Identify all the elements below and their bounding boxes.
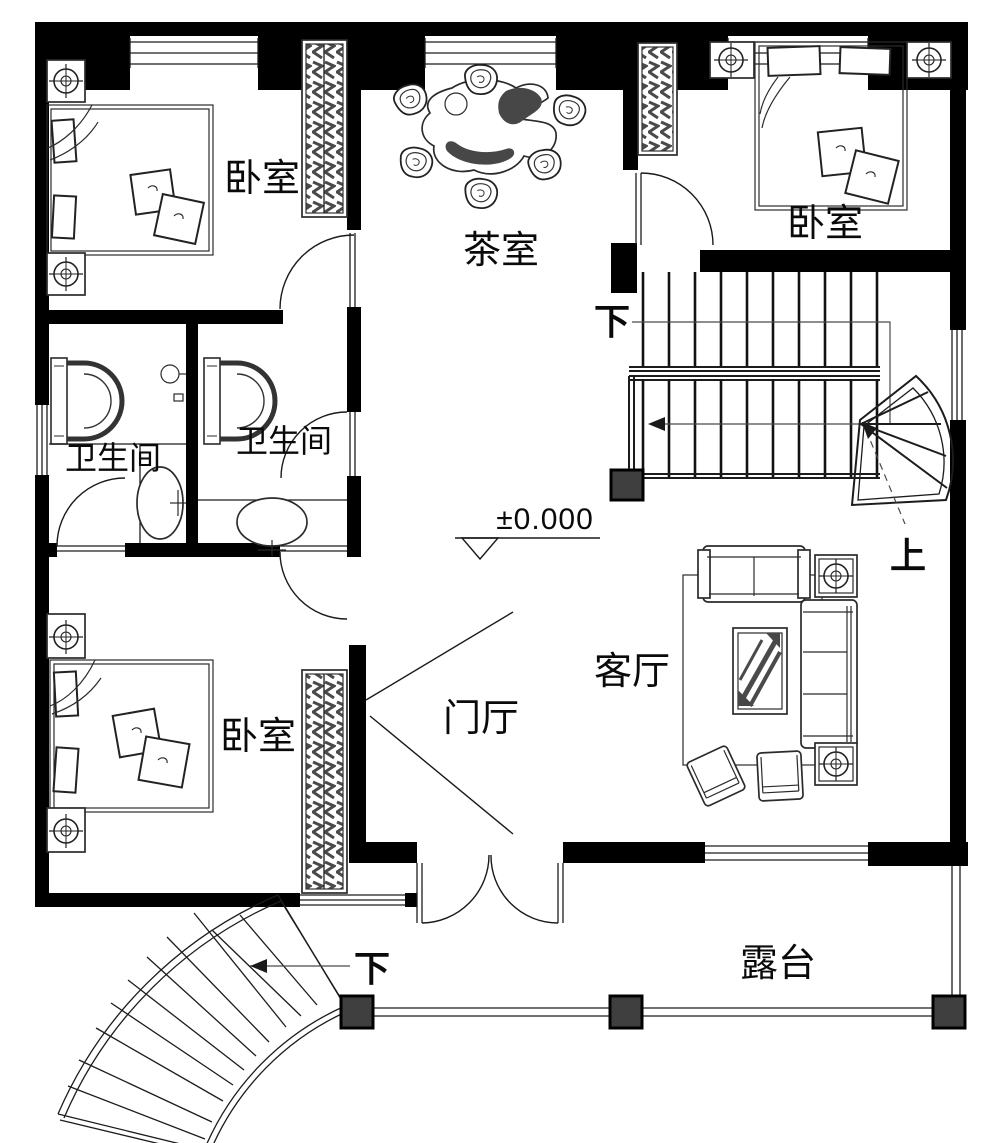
closet-bedroom-top-right xyxy=(637,42,678,156)
sofa-long xyxy=(800,599,858,749)
coffee-table xyxy=(732,627,788,715)
bed-top-right xyxy=(709,41,952,211)
label-terrace: 露台 xyxy=(740,943,816,985)
armchair-left xyxy=(686,745,746,807)
terrace-column xyxy=(931,994,967,1030)
label-bedroom-top-right: 卧室 xyxy=(787,203,863,245)
bed-top-left xyxy=(46,59,214,296)
bathroom-right-fixtures xyxy=(198,358,347,556)
window-bottom-bedroom xyxy=(300,894,405,906)
door-bedroom-top-right xyxy=(635,172,714,246)
door-bedroom-top-left xyxy=(279,233,356,310)
elevation-label: ±0.000 xyxy=(496,503,594,536)
elevation-marker: ±0.000 xyxy=(455,503,600,561)
terrace-column xyxy=(339,994,375,1030)
label-bathroom-right: 卫生间 xyxy=(236,423,332,459)
label-bedroom-bottom-left: 卧室 xyxy=(220,716,296,758)
label-stair-down: 下 xyxy=(594,301,630,342)
label-entrance-hall: 门厅 xyxy=(443,698,519,740)
door-entrance-double xyxy=(416,854,564,924)
hall-opening-lines xyxy=(365,611,514,835)
window-top-left xyxy=(129,38,259,68)
door-bedroom-bottom-left xyxy=(279,545,348,620)
label-living-room: 客厅 xyxy=(594,651,670,693)
stair-winder-fan xyxy=(850,374,954,525)
terrace-column xyxy=(608,994,644,1030)
wardrobe-bedroom-top-left xyxy=(301,39,348,218)
window-top-center xyxy=(424,38,557,68)
door-bathroom-left xyxy=(56,477,126,552)
label-tea-room: 茶室 xyxy=(463,230,539,272)
armchair-right xyxy=(756,750,804,802)
doors xyxy=(56,172,714,924)
tea-room-set xyxy=(389,63,590,211)
label-stair-up: 上 xyxy=(890,535,926,576)
window-bottom-living xyxy=(705,845,868,861)
wardrobes xyxy=(301,39,678,894)
label-exterior-stair-down: 下 xyxy=(354,948,390,989)
wardrobe-bedroom-bottom-left xyxy=(301,669,348,894)
main-staircase xyxy=(609,272,954,525)
bathroom-left-fixtures xyxy=(49,358,186,543)
living-room-set xyxy=(682,545,858,807)
bed-bottom-left xyxy=(46,613,214,853)
window-left-bathroom xyxy=(36,405,48,475)
end-table-bottom xyxy=(814,742,858,786)
label-bedroom-top-left: 卧室 xyxy=(224,158,300,200)
label-bathroom-left: 卫生间 xyxy=(65,440,161,476)
terrace-railing xyxy=(339,866,967,1030)
loveseat xyxy=(697,545,811,603)
window-right-stair xyxy=(951,330,963,420)
curved-exterior-staircase xyxy=(57,894,350,1143)
end-table-top xyxy=(814,554,858,598)
room-labels: 卧室 卧室 卧室 茶室 卫生间 卫生间 客厅 门厅 露台 下 上 下 xyxy=(65,158,926,989)
door-bathroom-right xyxy=(280,411,356,479)
